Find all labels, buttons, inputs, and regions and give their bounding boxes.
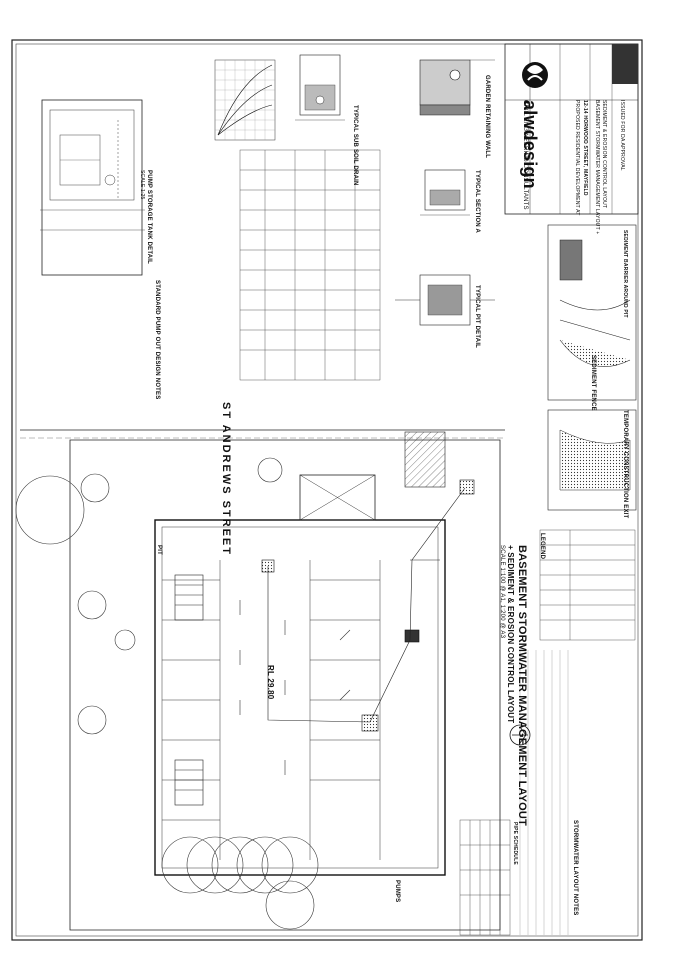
stair-core bbox=[174, 574, 204, 806]
pump-tank-detail bbox=[41, 99, 143, 276]
section-a-title: TYPICAL SECTION A bbox=[474, 170, 480, 234]
driveway-ramp bbox=[404, 431, 446, 488]
notes-heading: STORMWATER LAYOUT NOTES bbox=[572, 820, 578, 916]
storage-tank bbox=[299, 474, 376, 521]
sub-drawing-title: + SEDIMENT & EROSION CONTROL LAYOUT bbox=[506, 545, 515, 724]
basement-rl-label: RL 29.80 bbox=[266, 665, 275, 700]
pump-notes-title: STANDARD PUMP OUT DESIGN NOTES bbox=[154, 280, 160, 400]
pump-tank-scale: SCALE 1:25 bbox=[139, 170, 145, 200]
stormwater-pit bbox=[361, 714, 379, 732]
sheet-inner-border bbox=[15, 43, 639, 937]
sub-soil-drain-detail bbox=[295, 54, 345, 121]
drawing-label: BASEMENT STORMWATER MANAGEMENT LAYOUT + bbox=[594, 100, 600, 235]
stormwater-pit bbox=[404, 629, 420, 643]
design-table bbox=[239, 149, 381, 381]
drainage-pipes bbox=[267, 487, 466, 723]
notes-block bbox=[519, 650, 569, 935]
pit-detail bbox=[395, 274, 495, 326]
retaining-wall-title: GARDEN RETAINING WALL bbox=[484, 75, 490, 159]
kerb-inlet-title: SEDIMENT BARRIER AROUND PIT bbox=[622, 230, 628, 318]
title-block bbox=[504, 43, 639, 215]
retaining-wall-detail bbox=[419, 59, 495, 116]
flow-arrows bbox=[239, 600, 351, 775]
pipe-schedule-table bbox=[459, 819, 511, 936]
project-address: 12-14 HORWOOD STREET, MAYFIELD bbox=[582, 100, 588, 196]
street-label: ST ANDREWS STREET bbox=[220, 402, 232, 556]
parking-bays bbox=[162, 560, 381, 860]
trees bbox=[15, 457, 319, 930]
company-logo-icon bbox=[522, 62, 548, 88]
pit-label: PIT bbox=[156, 545, 162, 555]
legend-table bbox=[539, 529, 636, 641]
issue-note: ISSUED FOR DA APPROVAL bbox=[619, 100, 625, 171]
legend-heading: LEGEND bbox=[539, 533, 545, 560]
north-arrow-icon bbox=[509, 724, 531, 746]
drawing-label-2: SEDIMENT & EROSION CONTROL LAYOUT bbox=[601, 100, 607, 209]
sheet-border bbox=[11, 39, 643, 941]
pumps-label: PUMPS bbox=[394, 880, 400, 903]
pipe-schedule-heading: PIPE SCHEDULE bbox=[512, 822, 518, 865]
construction-exit-title: TEMPORARY CONSTRUCTION EXIT bbox=[622, 410, 628, 519]
pump-curve-graph bbox=[214, 59, 276, 141]
pump-tank-title: PUMP STORAGE TANK DETAIL bbox=[146, 170, 152, 265]
pit-detail-title: TYPICAL PIT DETAIL bbox=[474, 285, 480, 349]
sediment-control-details bbox=[547, 224, 637, 511]
section-a-detail bbox=[420, 169, 470, 216]
drawing-scale: SCALE 1:100 @ A1, 1:200 @ A3 bbox=[499, 545, 505, 639]
basement-outline bbox=[154, 519, 446, 876]
main-drawing-title: BASEMENT STORMWATER MANAGEMENT LAYOUT bbox=[516, 545, 528, 826]
project-label: PROPOSED RESIDENTIAL DEVELOPMENT AT bbox=[574, 100, 580, 216]
sediment-fence-title: SEDIMENT FENCE bbox=[590, 355, 596, 411]
company-subtitle: CIVIL ENGINEERING CONSULTANTS bbox=[522, 100, 528, 210]
soil-drain-title: TYPICAL SUB SOIL DRAIN bbox=[352, 105, 358, 186]
